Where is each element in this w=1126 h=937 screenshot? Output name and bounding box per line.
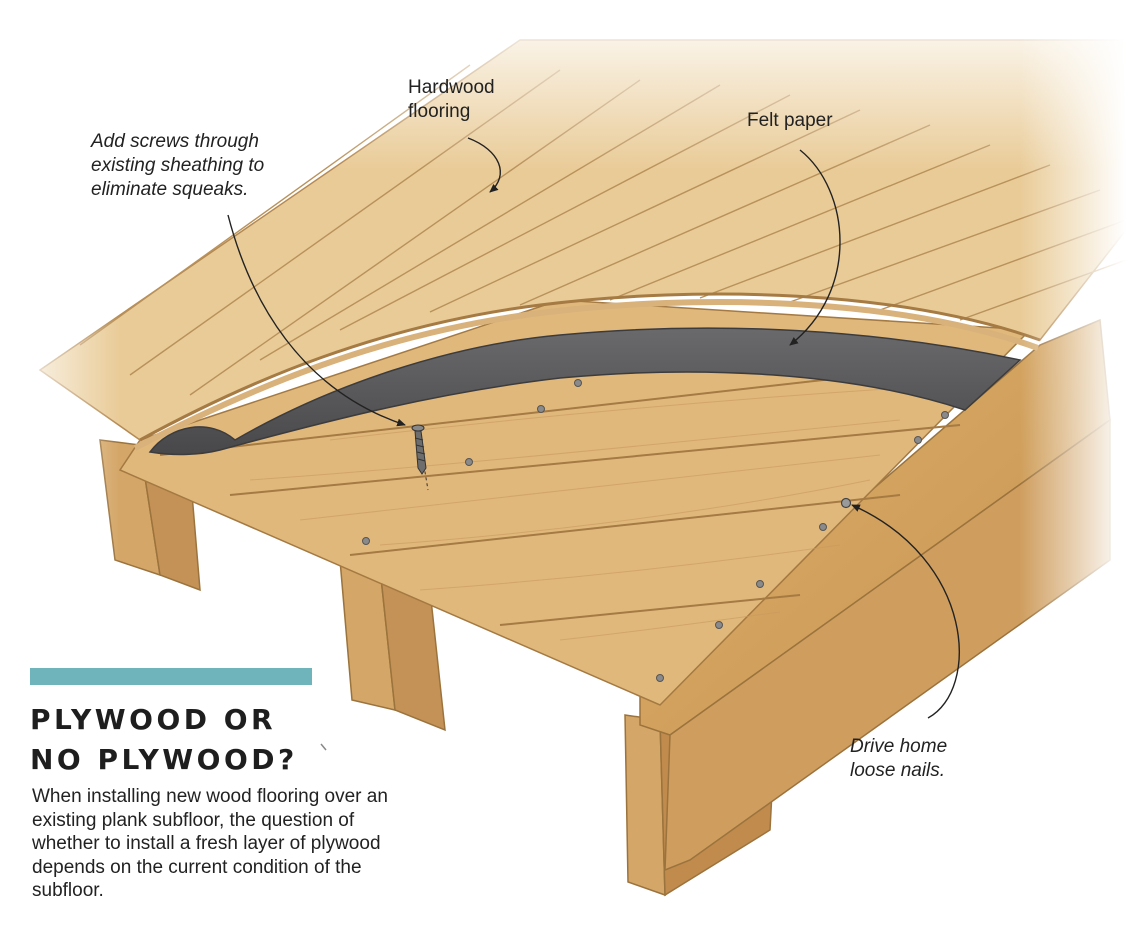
callout-add-screws: Add screws through existing sheathing to… [91, 131, 265, 200]
callout-felt-paper: Felt paper [747, 110, 833, 131]
hardwood-leader-line [467, 137, 501, 193]
sidebar-accent-bar [30, 668, 312, 685]
screw-icon [411, 424, 429, 491]
callout-hardwood-flooring: Hardwood flooring [408, 77, 495, 122]
sidebar-body-text: When installing new wood flooring over a… [32, 786, 388, 901]
nails-leader-line [851, 504, 960, 719]
sidebar-title: PLYWOOD OR NO PLYWOOD? [30, 703, 298, 776]
joist-front [624, 714, 666, 897]
felt-paper [148, 327, 1022, 456]
screws-leader-line [227, 214, 406, 427]
callout-drive-nails: Drive home loose nails. [850, 736, 948, 781]
felt-leader-line [789, 149, 841, 346]
nail-head-icon [840, 497, 852, 509]
